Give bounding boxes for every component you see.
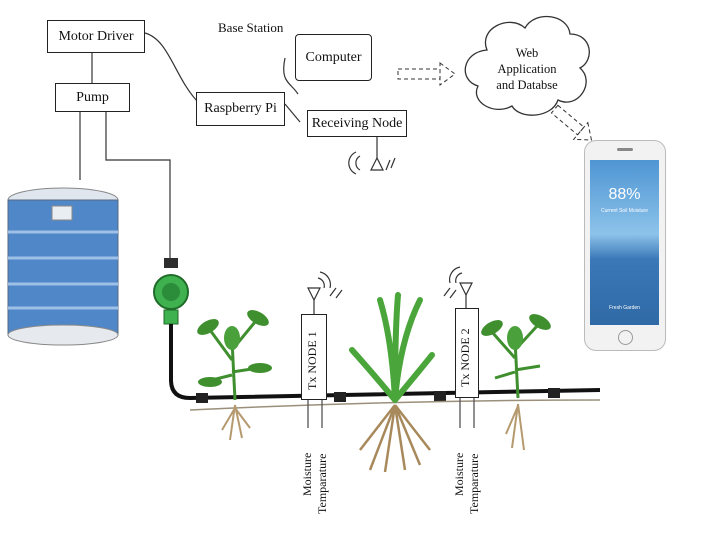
tx2-antenna (443, 266, 473, 308)
phone-speaker (617, 148, 633, 151)
dashed-arrow-to-cloud (397, 62, 456, 86)
receiving-node-label: Receiving Node (311, 115, 403, 131)
receiving-antenna (348, 151, 396, 175)
drip-emitters (196, 388, 560, 403)
tx-node-1-box (301, 314, 327, 400)
irrigation-pipe (169, 324, 601, 401)
raspberry-pi-label: Raspberry Pi (204, 101, 277, 116)
connection-wires (79, 32, 378, 258)
valve (153, 258, 189, 325)
plant-3 (481, 314, 551, 451)
plant-center (349, 292, 435, 473)
cloud-line-1: Web (515, 46, 539, 60)
base-station-label: Base Station (218, 20, 284, 35)
motor-driver-label: Motor Driver (58, 28, 134, 44)
computer-label: Computer (305, 49, 362, 65)
tx-node-2-label: Tx NODE 2 (458, 328, 472, 387)
pump-box: Pump (55, 83, 130, 112)
receiving-node-box: Receiving Node (307, 110, 407, 137)
smartphone: 88% Current Soil Moisture Fresh Garden (584, 140, 666, 351)
moisture-percent: 88% (608, 186, 641, 203)
moisture-label-2: Moisture (452, 452, 466, 496)
cloud-line-2: Application (497, 62, 557, 76)
soil (189, 399, 601, 411)
temperature-label-1: Temparature (315, 453, 329, 514)
tx-node-1-label: Tx NODE 1 (305, 331, 319, 390)
cloud-line-3: and Databse (496, 78, 558, 92)
temperature-label-2: Temparature (467, 453, 481, 514)
sensor-probes (307, 398, 475, 428)
phone-footer: Fresh Garden (609, 305, 640, 311)
computer-box: Computer (295, 34, 372, 81)
cloud-label: Web Application and Databse (482, 45, 572, 93)
water-tank (7, 187, 119, 346)
moisture-label-1: Moisture (300, 452, 314, 496)
phone-home-button (618, 330, 633, 345)
raspberry-pi-box: Raspberry Pi (196, 92, 285, 126)
cloud-shape (464, 15, 590, 116)
plant-1 (197, 310, 272, 441)
motor-driver-box: Motor Driver (47, 20, 145, 53)
tx1-antenna (307, 271, 343, 314)
moisture-caption: Current Soil Moisture (601, 208, 648, 214)
phone-screen: 88% Current Soil Moisture Fresh Garden (590, 160, 659, 325)
tx-node-2-box (455, 308, 479, 398)
pump-label: Pump (76, 89, 109, 105)
